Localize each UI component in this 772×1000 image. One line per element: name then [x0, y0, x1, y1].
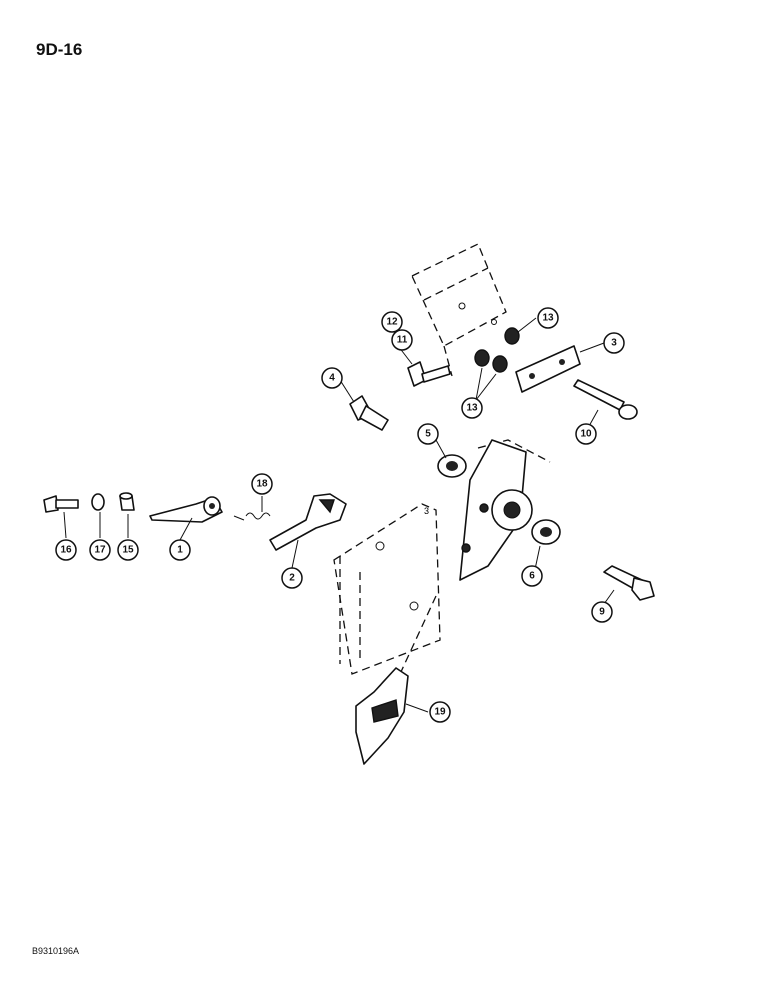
figure-code: B9310196A: [32, 946, 80, 956]
washer-17: [91, 493, 105, 511]
svg-text:16: 16: [60, 545, 72, 556]
svg-text:18: 18: [256, 479, 268, 490]
callout-11: 11: [391, 329, 413, 351]
lever-1: [149, 496, 223, 523]
bolt-11: [407, 361, 451, 387]
page-number: 9D-16: [36, 40, 83, 59]
callout-12: 12: [381, 311, 403, 333]
svg-text:13: 13: [466, 403, 478, 414]
bushing-5: [437, 454, 467, 478]
washer-13-lower-a: [474, 349, 490, 367]
svg-text:3: 3: [611, 338, 617, 349]
svg-text:1: 1: [177, 545, 183, 556]
svg-text:17: 17: [94, 545, 106, 556]
callout-4: 4: [321, 367, 343, 389]
bolt-10: [573, 379, 638, 420]
callout-6: 6: [521, 565, 543, 587]
callout-17: 17: [89, 539, 111, 561]
sprocket-arm: [459, 439, 551, 581]
svg-text:12: 12: [386, 317, 398, 328]
svg-text:9: 9: [599, 607, 605, 618]
svg-text:5: 5: [425, 429, 431, 440]
callout-2: 2: [281, 567, 303, 589]
svg-text:6: 6: [529, 571, 535, 582]
bushing-15: [119, 492, 135, 511]
callout-18: 18: [251, 473, 273, 495]
bushing-6: [531, 519, 561, 545]
svg-text:2: 2: [289, 573, 295, 584]
callout-10: 10: [575, 423, 597, 445]
svg-text:3: 3: [424, 506, 429, 516]
strap-3: [515, 345, 581, 393]
callout-16: 16: [55, 539, 77, 561]
callout-9: 9: [591, 601, 613, 623]
bolt-4: [349, 395, 389, 431]
washer-13-lower-b: [492, 355, 508, 373]
callout-15: 15: [117, 539, 139, 561]
washer-13-upper: [504, 327, 520, 345]
svg-text:15: 15: [122, 545, 134, 556]
bolt-16: [43, 495, 79, 513]
mount-plate-outline: 3: [333, 503, 441, 675]
callout-13-lower: 13: [461, 397, 483, 419]
svg-text:13: 13: [542, 313, 554, 324]
upper-frame-outline: [411, 243, 507, 377]
callout-13-upper: 13: [537, 307, 559, 329]
callout-5: 5: [417, 423, 439, 445]
spring-18: [233, 512, 271, 521]
callout-3: 3: [603, 332, 625, 354]
callout-19: 19: [429, 701, 451, 723]
svg-text:19: 19: [434, 707, 446, 718]
callout-1: 1: [169, 539, 191, 561]
svg-text:4: 4: [329, 373, 335, 384]
latch-2: [269, 493, 347, 551]
shoe-19: [355, 595, 437, 765]
bolt-9: [603, 565, 655, 601]
svg-text:10: 10: [580, 429, 592, 440]
svg-text:11: 11: [397, 335, 408, 346]
